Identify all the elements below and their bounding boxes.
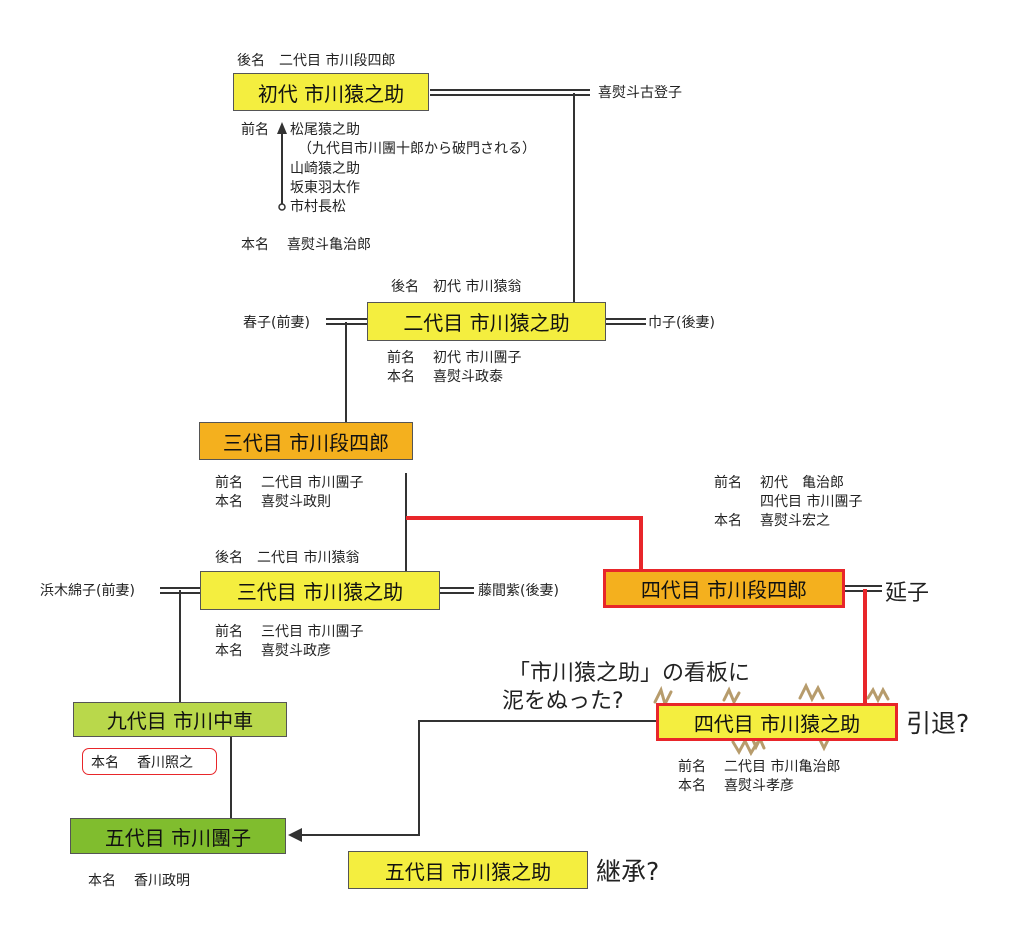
gen1-former-label: 前名 [241, 122, 269, 138]
gen2-name: 二代目 市川猿之助 [403, 311, 570, 335]
gen4-real-label: 本名 [678, 778, 706, 794]
gen3-former-label: 前名 [215, 624, 243, 640]
gen4-former-value: 二代目 市川亀治郎 [724, 759, 841, 775]
gen1-real-label: 本名 [241, 237, 269, 253]
gen3-former: 前名 三代目 市川團子 [215, 623, 363, 641]
chusha-real-label: 本名 [91, 754, 119, 771]
gen5-box: 五代目 市川猿之助 [348, 851, 588, 889]
dan4-former-1: 前名 初代 亀治郎 [714, 474, 844, 492]
gen3-wife-latter: 藤間紫(後妻) [478, 583, 559, 599]
gen2-later-name: 後名 初代 市川猿翁 [391, 279, 522, 295]
dan4-real-value: 喜熨斗宏之 [760, 513, 830, 529]
gen1-former-name-2: 山崎猿之助 [290, 161, 360, 177]
dan4-real-label: 本名 [714, 513, 742, 529]
dan3-real-label: 本名 [215, 494, 243, 510]
dan4-box: 四代目 市川段四郎 [603, 569, 845, 608]
gen2-former: 前名 初代 市川團子 [387, 349, 521, 367]
gen1-former-note: （九代目市川團十郎から破門される） [298, 141, 536, 157]
danko5-real-value: 香川政明 [134, 873, 190, 889]
gen1-name: 初代 市川猿之助 [257, 81, 405, 106]
gen4-note: 引退? [906, 709, 970, 738]
gen4-former: 前名 二代目 市川亀治郎 [678, 758, 840, 776]
dan3-box: 三代目 市川段四郎 [199, 422, 413, 460]
dan3-former-value: 二代目 市川團子 [261, 475, 364, 491]
dan4-name: 四代目 市川段四郎 [640, 578, 808, 602]
danko5-real-label: 本名 [88, 873, 116, 889]
dan4-former-label: 前名 [714, 475, 742, 491]
dan4-former-value-1: 初代 亀治郎 [760, 475, 844, 491]
gen4-real: 本名 喜熨斗孝彦 [678, 777, 794, 795]
chusha-real-value: 香川照之 [137, 754, 193, 771]
gen2-real: 本名 喜熨斗政泰 [387, 368, 503, 386]
gen2-wife-former: 春子(前妻) [243, 315, 310, 331]
annotation-line-2: 泥をぬった? [502, 689, 624, 714]
dan3-former: 前名 二代目 市川團子 [215, 474, 363, 492]
danko5-name: 五代目 市川團子 [104, 825, 252, 850]
dan3-former-label: 前名 [215, 475, 243, 491]
chusha-box: 九代目 市川中車 [73, 702, 287, 737]
gen4-real-value: 喜熨斗孝彦 [724, 778, 794, 794]
dan4-real: 本名 喜熨斗宏之 [714, 512, 830, 530]
dan4-spouse: 延子 [885, 581, 930, 606]
chusha-name: 九代目 市川中車 [106, 709, 254, 733]
gen3-box: 三代目 市川猿之助 [200, 571, 440, 610]
annotation-line-1: 「市川猿之助」の看板に [508, 661, 751, 686]
gen1-real-name: 本名 喜熨斗亀治郎 [241, 236, 371, 254]
gen1-former-name-4: 市村長松 [290, 199, 346, 215]
gen1-former-name-3: 坂東羽太作 [290, 180, 360, 196]
dan3-real: 本名 喜熨斗政則 [215, 493, 331, 511]
gen2-box: 二代目 市川猿之助 [367, 302, 606, 341]
dan3-name: 三代目 市川段四郎 [222, 430, 390, 455]
gen3-name: 三代目 市川猿之助 [236, 580, 404, 604]
danko5-box: 五代目 市川團子 [70, 818, 286, 854]
gen3-former-value: 三代目 市川團子 [261, 624, 364, 640]
chusha-real-pill: 本名 香川照之 [82, 748, 217, 775]
gen1-real-value: 喜熨斗亀治郎 [287, 237, 371, 253]
gen3-real-label: 本名 [215, 643, 243, 659]
gen3-real-value: 喜熨斗政彦 [261, 643, 331, 659]
gen4-name: 四代目 市川猿之助 [693, 711, 861, 736]
gen2-real-label: 本名 [387, 369, 415, 385]
dan4-former-value-2: 四代目 市川團子 [760, 494, 863, 510]
gen2-real-value: 喜熨斗政泰 [433, 369, 503, 385]
dan3-real-value: 喜熨斗政則 [261, 494, 331, 510]
gen4-box: 四代目 市川猿之助 [656, 703, 898, 741]
gen1-later-name: 後名 二代目 市川段四郎 [237, 53, 396, 69]
gen1-box: 初代 市川猿之助 [233, 73, 429, 111]
gen5-note: 継承? [596, 857, 660, 886]
gen3-wife-former: 浜木綿子(前妻) [40, 583, 135, 599]
gen4-former-label: 前名 [678, 759, 706, 775]
gen3-later-name: 後名 二代目 市川猿翁 [215, 550, 360, 566]
danko5-real: 本名 香川政明 [88, 872, 190, 890]
gen2-wife-latter: 巾子(後妻) [648, 315, 715, 331]
gen2-former-value: 初代 市川團子 [433, 350, 522, 366]
gen1-spouse: 喜熨斗古登子 [598, 85, 682, 101]
gen2-former-label: 前名 [387, 350, 415, 366]
gen5-name: 五代目 市川猿之助 [384, 859, 552, 884]
gen3-real: 本名 喜熨斗政彦 [215, 642, 331, 660]
gen1-former-name-1: 松尾猿之助 [290, 122, 360, 138]
